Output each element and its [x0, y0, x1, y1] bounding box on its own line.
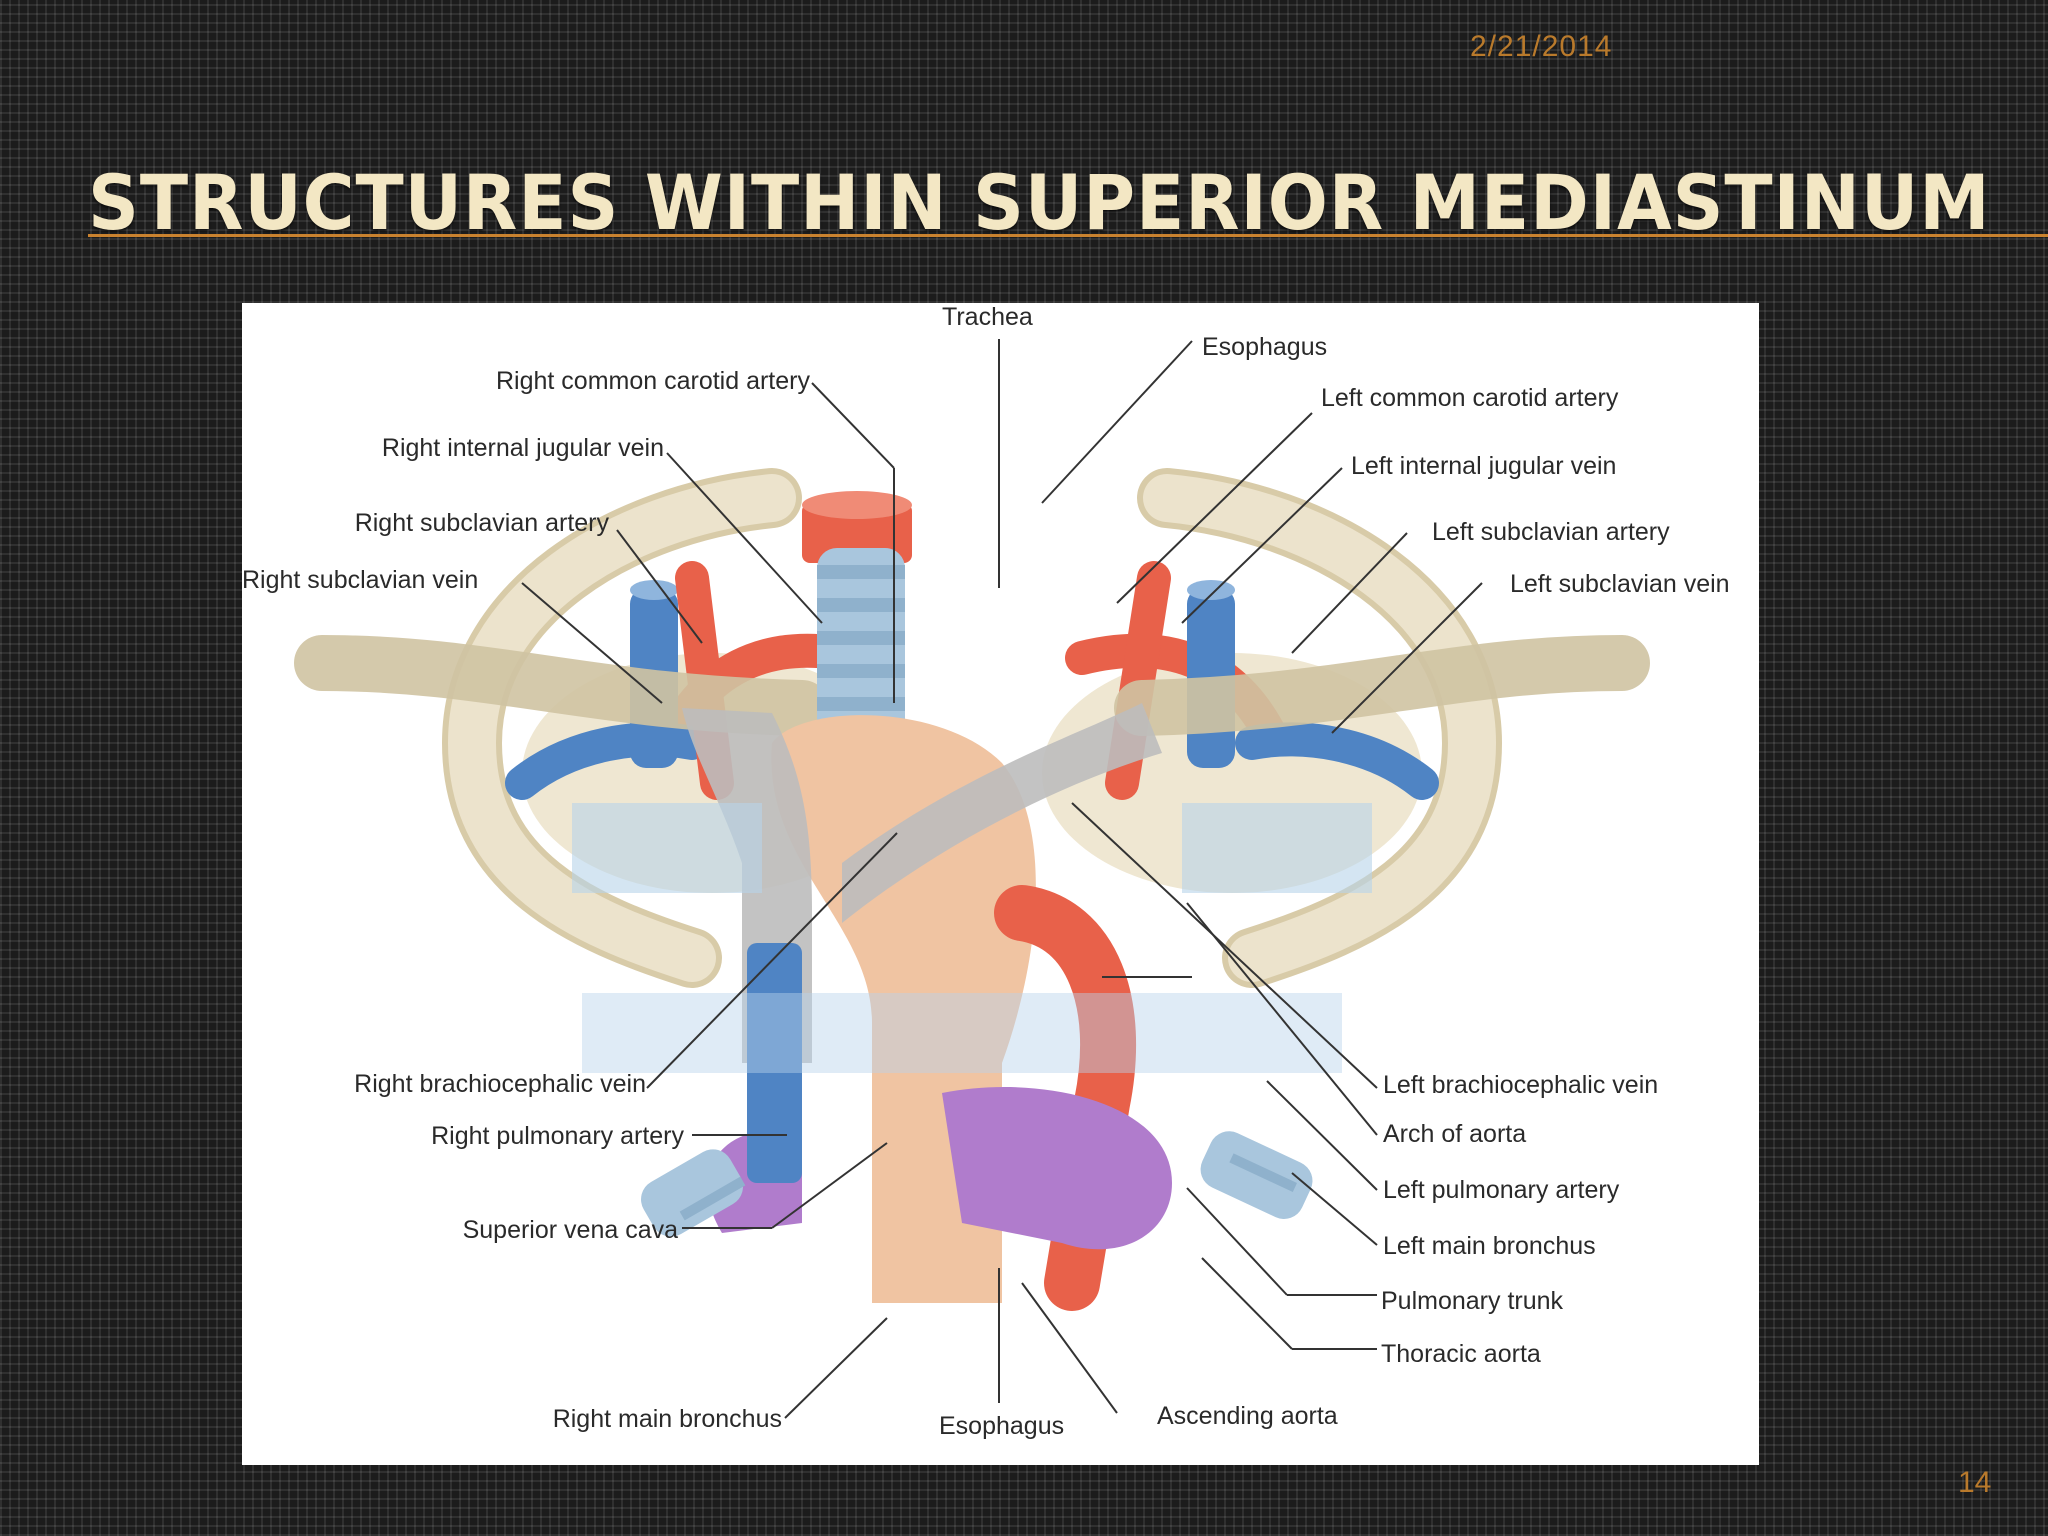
label-left-pulmonary-artery: Left pulmonary artery [1383, 1176, 1620, 1204]
label-esophagus-bottom: Esophagus [939, 1412, 1064, 1440]
left-brachiocephalic-shape [842, 703, 1162, 923]
right-bronchus-shape [641, 1149, 746, 1237]
label-superior-vena-cava: Superior vena cava [463, 1216, 679, 1244]
label-right-main-bronchus: Right main bronchus [553, 1405, 782, 1433]
label-left-brachiocephalic-vein: Left brachiocephalic vein [1383, 1071, 1658, 1099]
diagram-labels: Trachea Esophagus Right common carotid a… [242, 303, 1730, 1440]
right-first-rib-fill [447, 474, 796, 982]
mediastinum-diagram: Trachea Esophagus Right common carotid a… [242, 303, 1730, 1440]
left-subclavian-vein-shape [1235, 722, 1439, 800]
right-clavicle [294, 635, 830, 736]
label-esophagus-top: Esophagus [1202, 333, 1327, 361]
label-left-subclavian-artery: Left subclavian artery [1432, 518, 1670, 546]
label-left-internal-jugular-vein: Left internal jugular vein [1351, 452, 1616, 480]
left-first-rib-fill [1143, 474, 1497, 982]
label-arch-of-aorta: Arch of aorta [1383, 1120, 1526, 1148]
title-underline [88, 234, 2048, 237]
label-right-common-carotid-artery: Right common carotid artery [496, 367, 811, 395]
slide-date: 2/21/2014 [1470, 30, 1613, 63]
label-ascending-aorta: Ascending aorta [1157, 1402, 1338, 1430]
left-clavicle [1114, 635, 1650, 736]
label-right-pulmonary-artery: Right pulmonary artery [431, 1122, 684, 1150]
label-left-subclavian-vein: Left subclavian vein [1510, 570, 1730, 598]
anatomy-drawing [294, 468, 1650, 1311]
left-bronchus-shape [1200, 1131, 1313, 1219]
thoracic-aorta-shape [994, 885, 1136, 1311]
label-pulmonary-trunk: Pulmonary trunk [1381, 1287, 1564, 1315]
svc-shape [747, 943, 802, 1183]
label-right-subclavian-artery: Right subclavian artery [355, 509, 610, 537]
label-right-brachiocephalic-vein: Right brachiocephalic vein [354, 1070, 646, 1098]
label-right-subclavian-vein: Right subclavian vein [242, 566, 478, 594]
band-lower [582, 993, 1342, 1073]
label-right-internal-jugular-vein: Right internal jugular vein [382, 434, 664, 462]
anatomy-illustration: Trachea Esophagus Right common carotid a… [242, 303, 1759, 1465]
page-number: 14 [1958, 1466, 1992, 1499]
slide-title: STRUCTURES WITHIN SUPERIOR MEDIASTINUM [88, 158, 1991, 247]
label-left-main-bronchus: Left main bronchus [1383, 1232, 1596, 1260]
leader-lines [521, 339, 1483, 1419]
label-thoracic-aorta: Thoracic aorta [1381, 1340, 1541, 1368]
band-upper-left [1182, 803, 1372, 893]
label-left-common-carotid-artery: Left common carotid artery [1321, 384, 1619, 412]
pulmonary-artery-shape [942, 1087, 1172, 1250]
label-trachea: Trachea [942, 303, 1033, 331]
band-upper-right [572, 803, 762, 893]
